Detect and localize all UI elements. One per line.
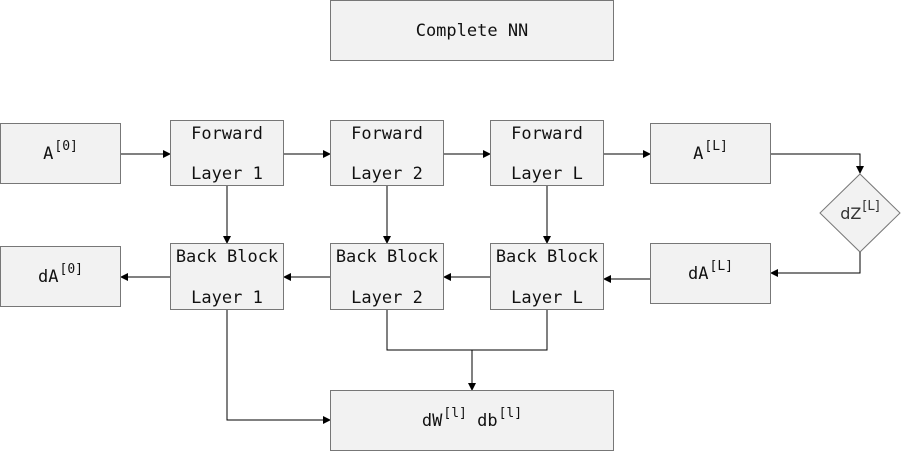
forward-layer-L-name: Layer L <box>511 164 583 184</box>
da0-box: dA[0] <box>0 246 121 307</box>
dz-label-superscript: [L] <box>862 198 880 214</box>
output-activation-box: A[L] <box>650 123 771 184</box>
gradient-dw-superscript: [l] <box>443 406 467 421</box>
back-block-layer-1-name: Layer 1 <box>191 288 263 308</box>
output-activation-label: A <box>693 143 704 164</box>
daL-box: dA[L] <box>650 243 771 304</box>
gradient-dw-label: dW <box>421 410 443 431</box>
forward-layer-L-box: Forward Layer L <box>490 120 604 186</box>
back-block-layer-L-box: Back Block Layer L <box>490 243 604 310</box>
forward-layer-1-title: Forward <box>191 124 263 144</box>
gradients-box: dW[l] db[l] <box>330 390 614 451</box>
back-block-layer-2-box: Back Block Layer 2 <box>330 243 444 310</box>
back-block-layer-L-name: Layer L <box>511 288 583 308</box>
back-block-layer-L-title: Back Block <box>495 247 599 267</box>
input-activation-box: A[0] <box>0 123 121 184</box>
input-activation-superscript: [0] <box>54 139 78 154</box>
arrow-back1-to-gradients <box>226 310 331 424</box>
output-activation-superscript: [L] <box>704 139 728 154</box>
gradient-db-superscript: [l] <box>498 406 523 421</box>
input-activation-label: A <box>43 143 54 164</box>
back-block-layer-2-title: Back Block <box>335 247 439 267</box>
complete-nn-title-text: Complete NN <box>415 20 529 41</box>
forward-layer-1-box: Forward Layer 1 <box>170 120 284 186</box>
daL-superscript: [L] <box>709 259 733 274</box>
forward-layer-2-box: Forward Layer 2 <box>330 120 444 186</box>
dz-label-base: dZ <box>840 203 862 223</box>
back-block-layer-2-name: Layer 2 <box>351 288 423 308</box>
gradient-db-label: db <box>477 410 498 431</box>
forward-layer-L-title: Forward <box>511 124 583 144</box>
back-block-layer-1-box: Back Block Layer 1 <box>170 243 284 310</box>
forward-layer-1-name: Layer 1 <box>191 164 263 184</box>
connector-back2-backL-merge <box>386 310 548 351</box>
da0-label: dA <box>38 266 59 287</box>
back-block-layer-1-title: Back Block <box>175 247 279 267</box>
da0-superscript: [0] <box>59 262 83 277</box>
complete-nn-title: Complete NN <box>330 0 614 61</box>
daL-label: dA <box>688 263 709 284</box>
arrow-dz-to-daL <box>770 252 861 277</box>
forward-layer-2-title: Forward <box>351 124 423 144</box>
dz-label: dZ[L] <box>820 174 900 252</box>
arrow-aL-to-dz <box>771 153 864 174</box>
forward-layer-2-name: Layer 2 <box>351 164 423 184</box>
